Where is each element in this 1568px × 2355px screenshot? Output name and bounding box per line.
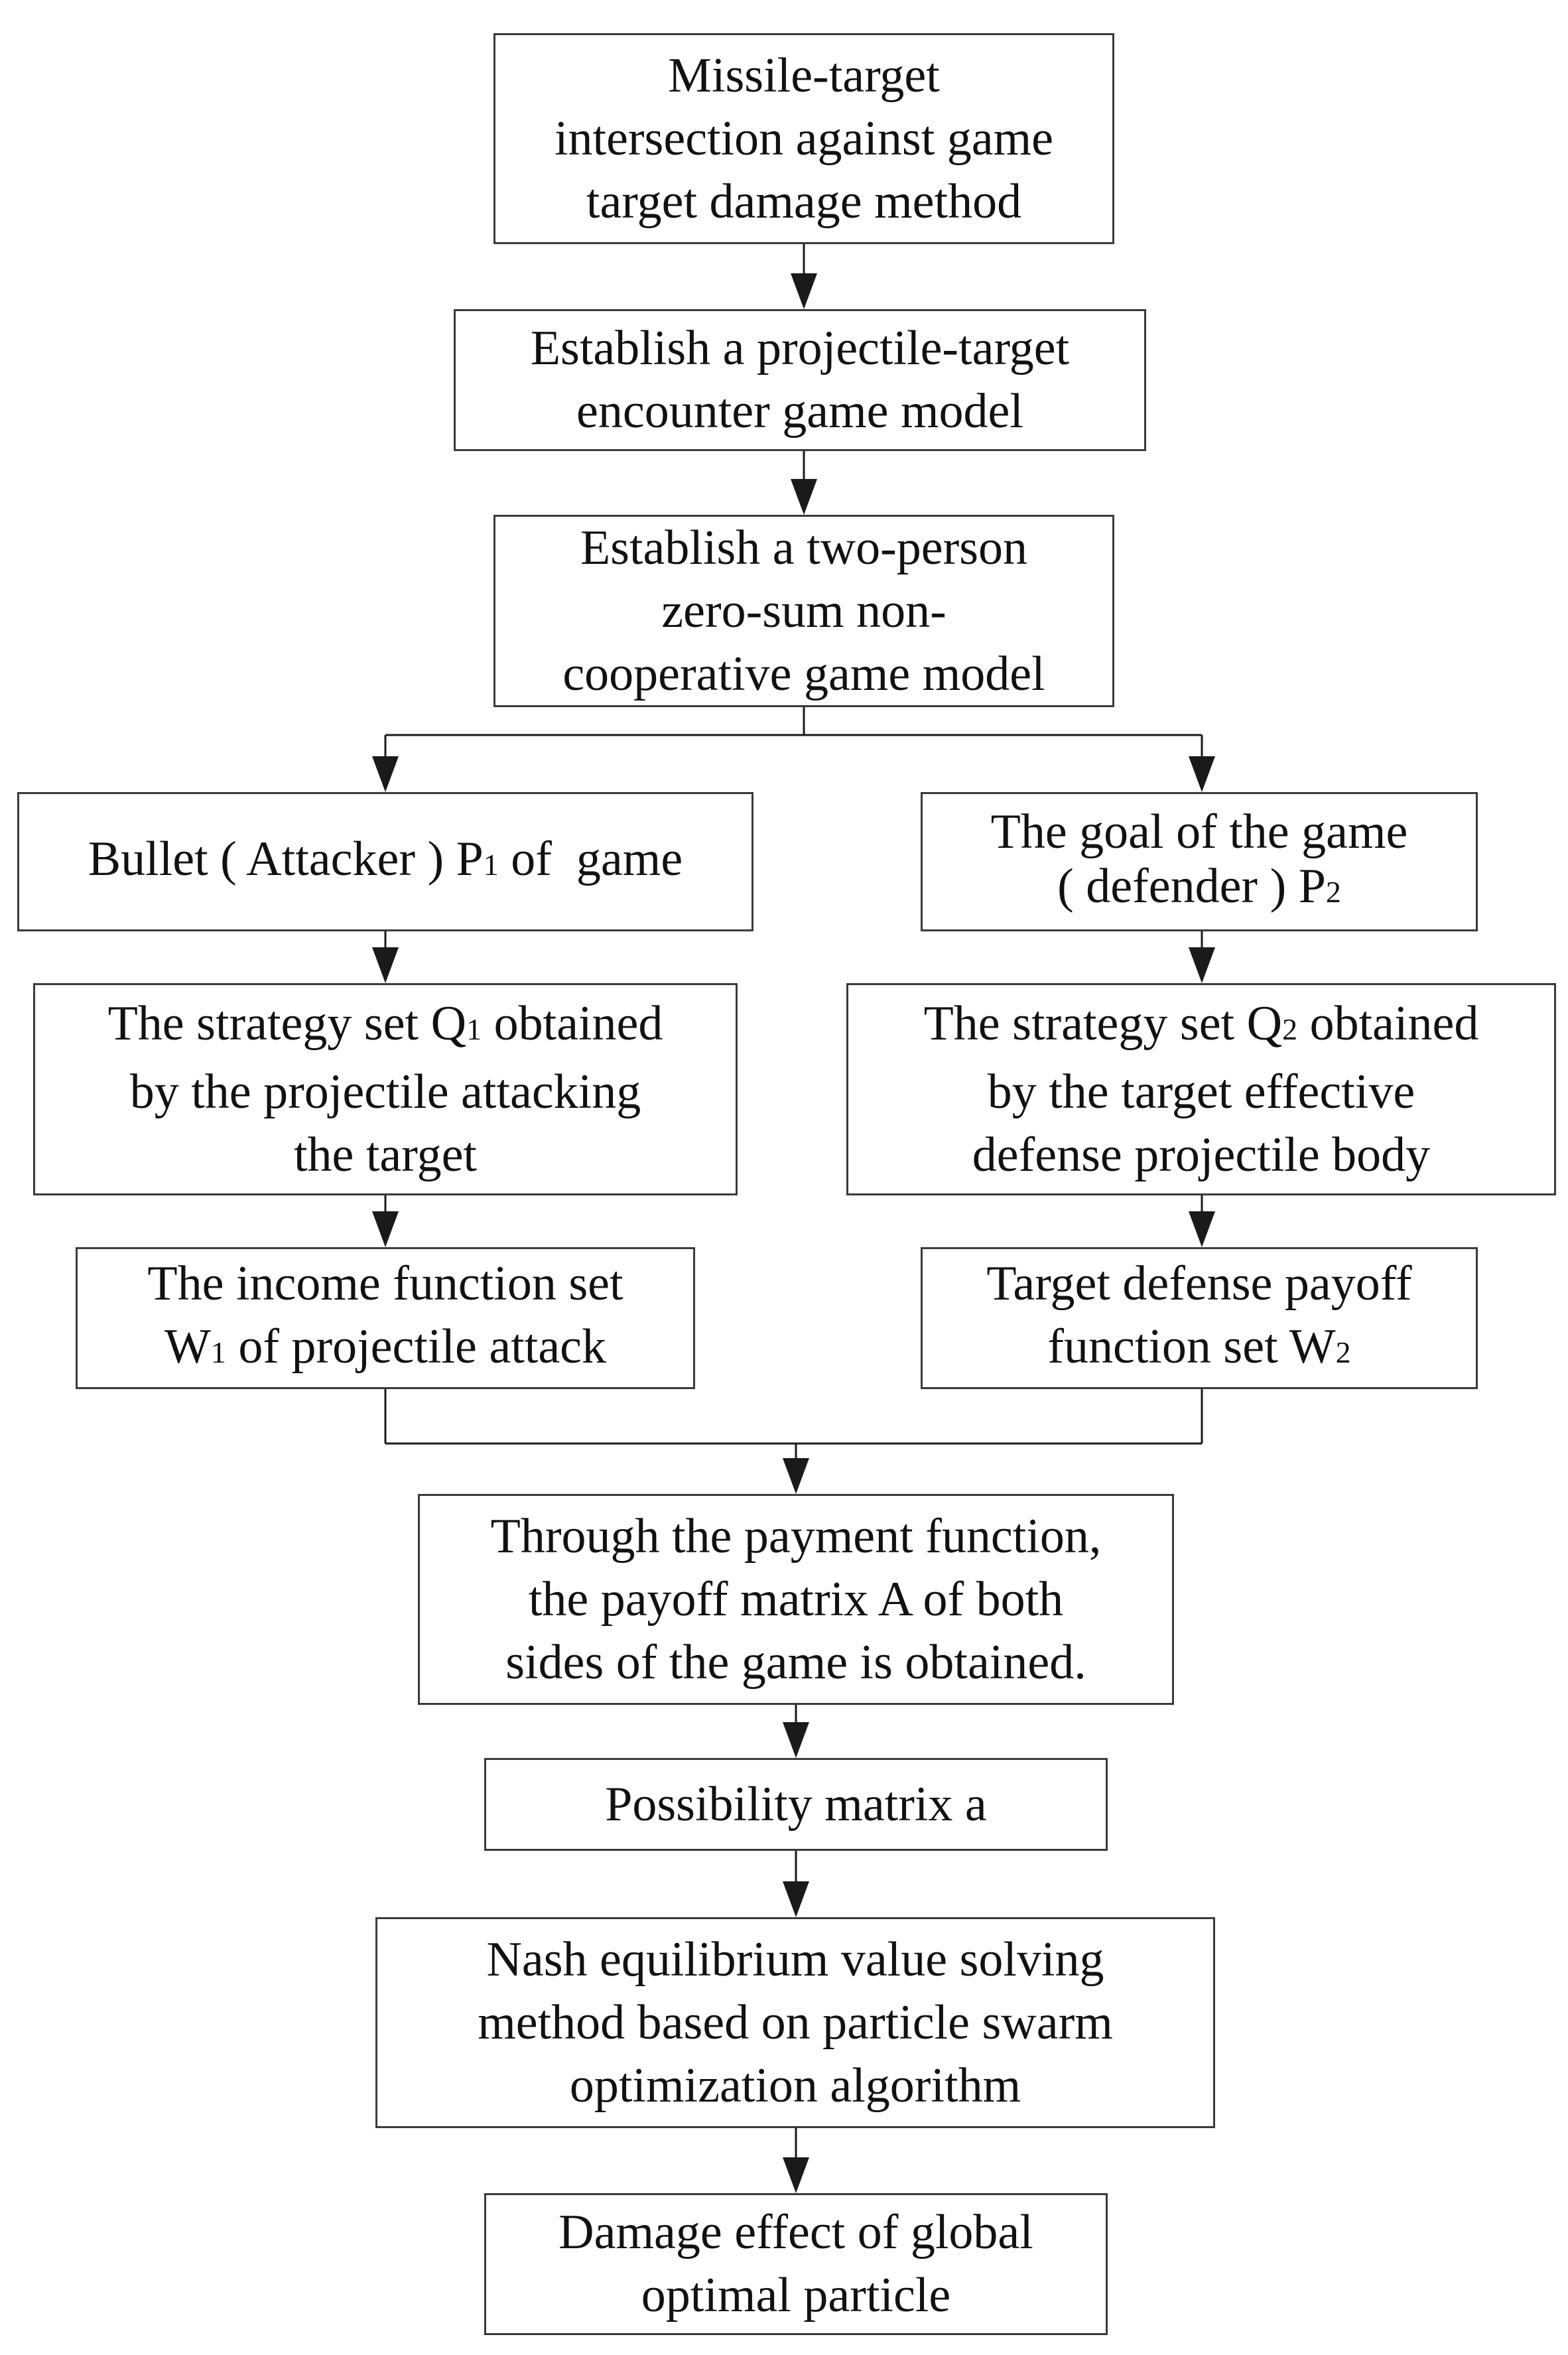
node-start-line-1: Missile-target — [668, 48, 940, 103]
node-w2-line-2: function set W2 — [986, 1315, 1411, 1384]
node-attacker: Bullet ( Attacker ) P1 of game — [17, 792, 753, 931]
node-q1-line-2: by the projectile attacking — [129, 1064, 641, 1119]
node-defender-line-2-sub: 2 — [1325, 874, 1341, 909]
edge-to-defender-arrow — [1189, 756, 1215, 792]
node-w2-line-1: Target defense payoff — [986, 1256, 1412, 1311]
node-payoff-matrix-line-3: sides of the game is obtained. — [505, 1635, 1086, 1690]
node-damage-line-1: Damage effect of global — [558, 2205, 1033, 2259]
node-q1-line-1-suffix: obtained — [482, 996, 663, 1051]
node-attacker-sub: 1 — [483, 847, 499, 882]
node-q2-line-1-text: The strategy set Q — [923, 996, 1283, 1051]
edge-defender-to-q2-arrow — [1189, 947, 1215, 983]
edge-attacker-to-q1-arrow — [372, 947, 399, 983]
edge-nash-to-damage-arrow — [783, 2157, 809, 2193]
node-possibility-line-1: Possibility matrix a — [605, 1777, 987, 1832]
node-start: Missile-target intersection against game… — [493, 33, 1114, 244]
node-nash-line-3: optimization algorithm — [569, 2058, 1021, 2113]
node-start-line-3: target damage method — [586, 174, 1022, 229]
node-zero-sum-model: Establish a two-person zero-sum non- coo… — [493, 515, 1114, 707]
node-q2-line-3: defense projectile body — [972, 1127, 1431, 1182]
node-encounter-line-1: Establish a projectile-target — [530, 321, 1070, 375]
node-defender-line-1: The goal of the game — [990, 804, 1408, 859]
edge-payoff-to-possibility-arrow — [783, 1722, 809, 1758]
node-nash-equilibrium: Nash equilibrium value solving method ba… — [375, 1917, 1215, 2128]
node-defender-line-2: ( defender ) P2 — [991, 859, 1408, 919]
node-w2-line-2-prefix: function set W — [1047, 1319, 1336, 1374]
node-w1-line-2: W1 of projectile attack — [147, 1315, 623, 1384]
node-q1-line-3: the target — [293, 1127, 477, 1182]
edge-q1-to-w1-arrow — [372, 1211, 399, 1247]
node-q2-line-1-suffix: obtained — [1297, 996, 1479, 1051]
node-w1-line-1: The income function set — [147, 1256, 623, 1311]
edge-start-to-encounter-arrow — [791, 273, 817, 309]
node-zero-sum-line-3: cooperative game model — [562, 646, 1045, 701]
node-possibility-matrix: Possibility matrix a — [484, 1758, 1108, 1851]
node-w1-line-2-sub: 1 — [210, 1335, 226, 1369]
node-zero-sum-line-1: Establish a two-person — [580, 520, 1028, 575]
node-q1-line-1-text: The strategy set Q — [107, 996, 467, 1051]
node-q2-line-1: The strategy set Q2 obtained — [924, 992, 1479, 1061]
edge-encounter-to-zero-sum-arrow — [791, 479, 817, 515]
node-payoff-matrix: Through the payment function, the payoff… — [418, 1494, 1174, 1705]
edge-to-attacker-arrow — [372, 756, 399, 792]
node-encounter-line-2: encounter game model — [576, 384, 1023, 438]
node-q2-line-1-sub: 2 — [1282, 1012, 1298, 1046]
node-q2-line-2: by the target effective — [987, 1064, 1415, 1119]
node-strategy-q2: The strategy set Q2 obtained by the targ… — [846, 983, 1556, 1195]
node-payoff-w2: Target defense payoff function set W2 — [921, 1247, 1478, 1389]
node-damage-effect: Damage effect of global optimal particle — [484, 2193, 1108, 2335]
node-strategy-q1: The strategy set Q1 obtained by the proj… — [33, 983, 738, 1195]
edge-possibility-to-nash-arrow — [783, 1881, 809, 1917]
node-encounter-model: Establish a projectile-target encounter … — [454, 309, 1146, 451]
node-attacker-suffix: of game — [498, 831, 683, 886]
node-income-w1: The income function set W1 of projectile… — [76, 1247, 695, 1389]
node-payoff-matrix-line-1: Through the payment function, — [490, 1509, 1102, 1564]
node-zero-sum-line-2: zero-sum non- — [661, 583, 947, 638]
edge-q2-to-w2-arrow — [1189, 1211, 1215, 1247]
node-attacker-line: Bullet ( Attacker ) P1 of game — [88, 828, 683, 896]
node-nash-line-2: method based on particle swarm — [478, 1995, 1113, 2050]
node-q1-line-1: The strategy set Q1 obtained — [108, 992, 663, 1061]
node-w2-line-2-sub: 2 — [1335, 1335, 1351, 1369]
node-w1-line-2-prefix: W — [164, 1319, 211, 1374]
node-nash-line-1: Nash equilibrium value solving — [486, 1932, 1104, 1987]
node-defender-line-2-text: ( defender ) P — [1057, 858, 1326, 913]
node-defender: The goal of the game ( defender ) P2 — [921, 792, 1478, 931]
edge-merge-to-payoff-arrow — [783, 1458, 809, 1494]
node-q1-line-1-sub: 1 — [466, 1012, 482, 1046]
node-start-line-2: intersection against game — [554, 111, 1054, 166]
node-w1-line-2-suffix: of projectile attack — [226, 1319, 607, 1374]
node-attacker-text: Bullet ( Attacker ) P — [88, 831, 484, 886]
node-payoff-matrix-line-2: the payoff matrix A of both — [528, 1572, 1064, 1627]
node-damage-line-2: optimal particle — [641, 2268, 951, 2322]
